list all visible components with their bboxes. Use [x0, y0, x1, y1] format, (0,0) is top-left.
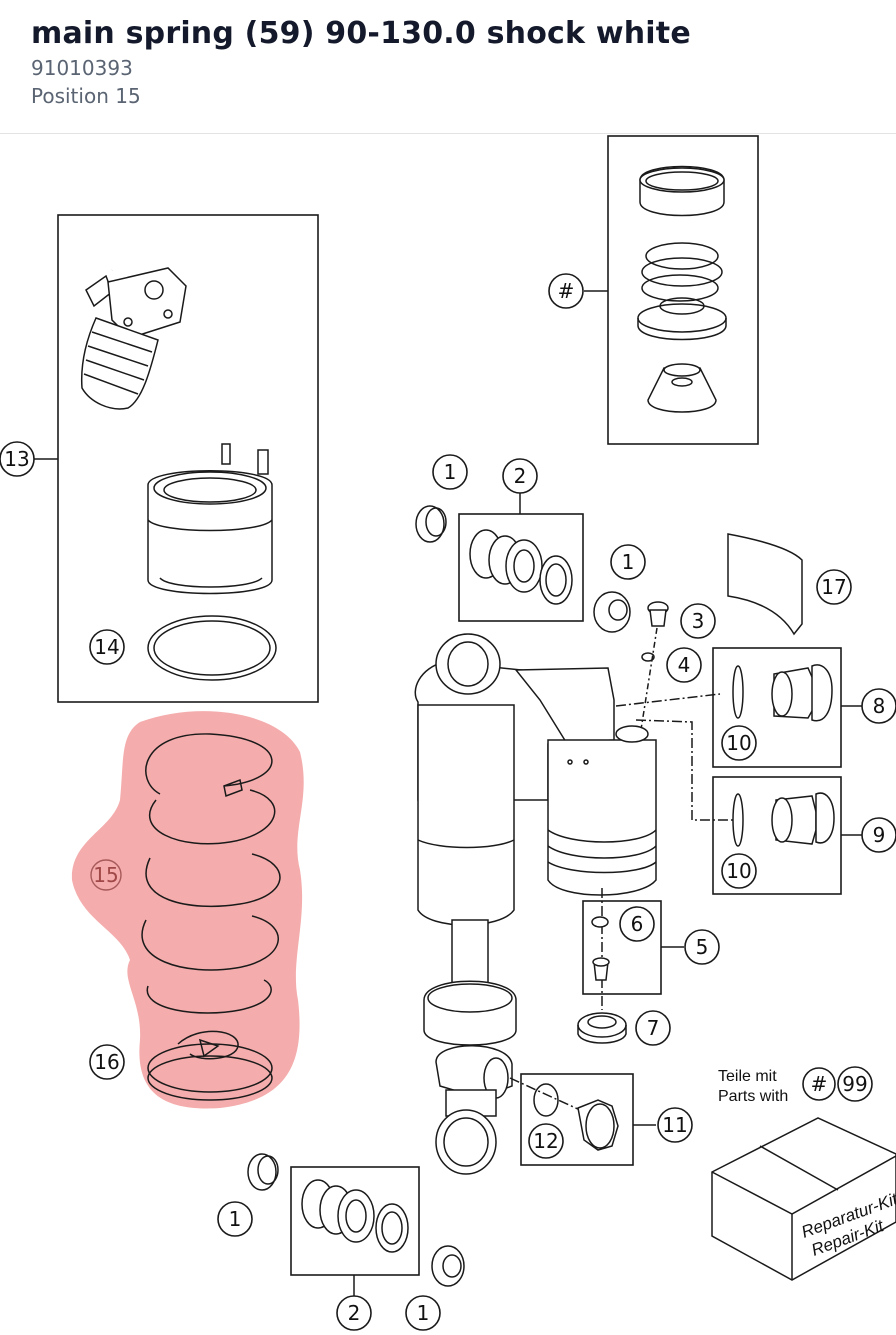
repair-kit-box: Reparatur-Kit Repair-Kit: [711, 1117, 896, 1281]
callout-hash-note[interactable]: #: [802, 1067, 836, 1101]
guide-line-11: [509, 1077, 581, 1111]
part-2-top-bearing-set: [469, 529, 573, 605]
frame-2-top: [458, 513, 584, 622]
callout-4[interactable]: 4: [666, 647, 702, 683]
svg-text:15: 15: [93, 863, 118, 887]
part-15-main-spring: [141, 733, 281, 1014]
svg-text:5: 5: [696, 935, 709, 959]
shock-body: [414, 633, 657, 1175]
callout-13[interactable]: 13: [0, 441, 35, 477]
callout-17[interactable]: 17: [816, 569, 852, 605]
svg-text:1: 1: [444, 460, 457, 484]
part-hash-assembly: [637, 165, 727, 413]
callout-99[interactable]: 99: [837, 1066, 873, 1102]
svg-text:4: 4: [678, 653, 691, 677]
svg-text:12: 12: [533, 1129, 558, 1153]
svg-text:10: 10: [726, 731, 751, 755]
svg-text:16: 16: [94, 1050, 119, 1074]
part-number: 91010393: [31, 56, 133, 80]
svg-text:14: 14: [94, 635, 119, 659]
svg-text:#: #: [811, 1072, 828, 1096]
part-title: main spring (59) 90-130.0 shock white: [31, 16, 691, 51]
part-11-valve: [533, 1083, 619, 1151]
part-2-bottom-bearing-set: [301, 1179, 409, 1253]
callout-6[interactable]: 6: [619, 906, 655, 942]
callout-10-upper[interactable]: 10: [721, 725, 757, 761]
svg-text:10: 10: [726, 859, 751, 883]
callout-1-top-right[interactable]: 1: [610, 544, 646, 580]
part-header: main spring (59) 90-130.0 shock white 91…: [0, 0, 896, 134]
part-3-valve: [639, 601, 669, 737]
callout-2-bottom[interactable]: 2: [336, 1295, 372, 1331]
svg-text:3: 3: [692, 609, 705, 633]
frame-8: [712, 647, 842, 768]
callout-8[interactable]: 8: [861, 688, 896, 724]
part-position: Position 15: [31, 84, 141, 108]
svg-text:2: 2: [514, 464, 527, 488]
svg-text:6: 6: [631, 912, 644, 936]
callout-11[interactable]: 11: [657, 1107, 693, 1143]
svg-text:11: 11: [662, 1113, 687, 1137]
callout-2-top[interactable]: 2: [502, 458, 538, 494]
svg-text:1: 1: [622, 550, 635, 574]
part-8-adjuster: [732, 664, 833, 722]
svg-text:17: 17: [821, 575, 846, 599]
frame-hash: [607, 135, 759, 445]
svg-text:#: #: [558, 279, 575, 303]
svg-text:99: 99: [842, 1072, 867, 1096]
svg-text:7: 7: [647, 1016, 660, 1040]
callout-5[interactable]: 5: [684, 929, 720, 965]
svg-text:13: 13: [4, 447, 29, 471]
part-9-adjuster: [732, 792, 835, 847]
callout-1-bottom-right[interactable]: 1: [405, 1295, 441, 1331]
part-16-spring-seat: [147, 1030, 273, 1101]
svg-text:2: 2: [348, 1301, 361, 1325]
part-5-valve: [577, 916, 627, 1044]
svg-text:1: 1: [417, 1301, 430, 1325]
note-line-2: Parts with: [718, 1088, 788, 1105]
svg-text:9: 9: [873, 823, 886, 847]
callout-3[interactable]: 3: [680, 603, 716, 639]
part-1-bottom-seal: [247, 1153, 465, 1287]
callout-hash[interactable]: #: [548, 273, 584, 309]
frame-2-bottom: [290, 1166, 420, 1276]
callout-1-top-left[interactable]: 1: [432, 454, 468, 490]
guide-line-8: [615, 693, 721, 707]
leader-lines: [34, 290, 862, 1296]
callout-9[interactable]: 9: [861, 817, 896, 853]
callout-16[interactable]: 16: [89, 1044, 125, 1080]
note-line-1: Teile mit: [718, 1068, 777, 1085]
callout-15[interactable]: 15: [90, 859, 122, 891]
callout-1-bottom-left[interactable]: 1: [217, 1201, 253, 1237]
callout-7[interactable]: 7: [635, 1010, 671, 1046]
part-13-reservoir: [80, 237, 277, 681]
callout-12[interactable]: 12: [528, 1123, 564, 1159]
callout-10-lower[interactable]: 10: [721, 853, 757, 889]
svg-text:8: 8: [873, 694, 886, 718]
part-1-top-seal: [415, 505, 631, 633]
frame-11: [520, 1073, 634, 1166]
part-17-shield: [727, 533, 803, 636]
svg-text:1: 1: [229, 1207, 242, 1231]
callout-14[interactable]: 14: [89, 629, 125, 665]
exploded-diagram: Reparatur-Kit Repair-Kit Teile mit Parts…: [0, 135, 896, 1331]
